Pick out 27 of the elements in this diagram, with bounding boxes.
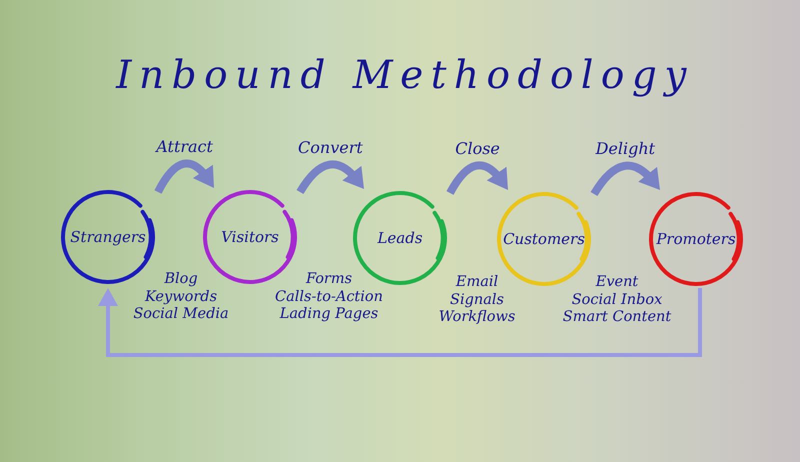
tactic-label: Social Inbox xyxy=(572,292,662,309)
edge-label: Attract xyxy=(156,136,213,156)
stage-label: Strangers xyxy=(70,228,146,246)
edge-label: Close xyxy=(455,138,500,158)
tactic-label: Calls-to-Action xyxy=(275,288,383,306)
tactic-label: Smart Content xyxy=(562,309,672,326)
tactic-label: Keywords xyxy=(145,288,217,306)
curved-arrow xyxy=(446,161,508,195)
return-arrow xyxy=(98,288,702,357)
stage-label: Leads xyxy=(377,229,423,247)
tactic-label: Workflows xyxy=(438,309,516,326)
stage-label: Visitors xyxy=(221,228,279,246)
curved-arrow xyxy=(154,160,214,194)
tactic-label: Social Media xyxy=(133,306,229,324)
tactic-label: Lading Pages xyxy=(280,306,378,324)
tactic-label: Forms xyxy=(306,271,352,288)
tactic-label: Blog xyxy=(164,271,198,288)
title: Inbound Methodology xyxy=(116,53,694,100)
tactic-label: Email xyxy=(456,274,498,292)
edge-label: Convert xyxy=(298,138,363,157)
curved-arrow xyxy=(590,162,660,196)
stage-label: Promoters xyxy=(656,230,736,248)
tactic-label: Signals xyxy=(450,292,504,309)
curved-arrow xyxy=(296,160,364,194)
edge-label: Delight xyxy=(596,138,656,158)
stage-label: Customers xyxy=(503,230,585,248)
tactic-label: Event xyxy=(596,274,638,292)
